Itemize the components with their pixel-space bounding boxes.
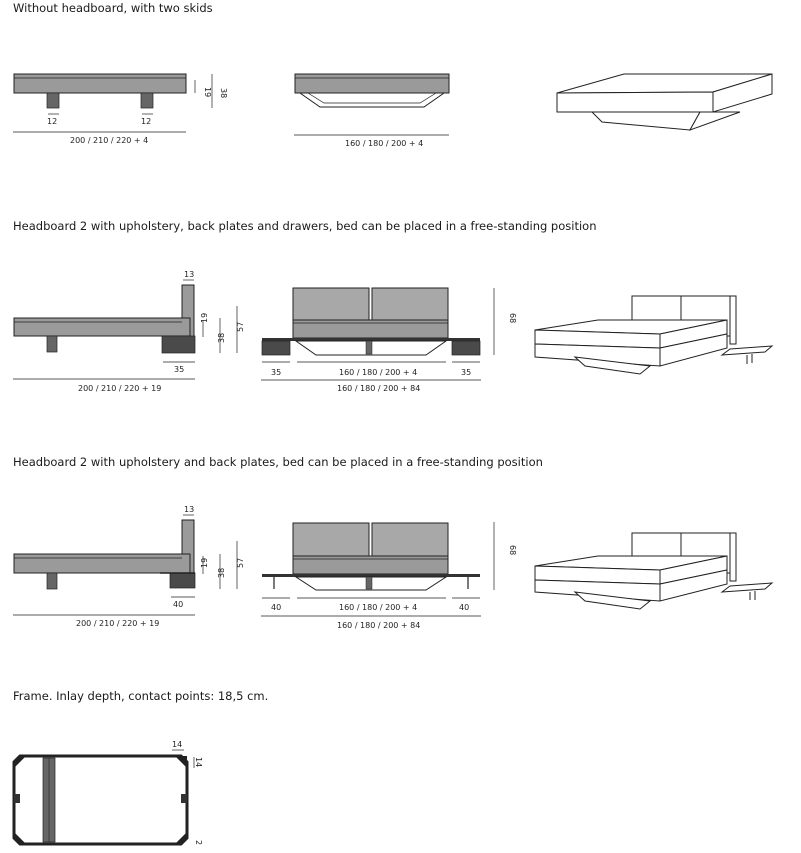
s4-bottom-inlay: 2 <box>194 840 203 845</box>
s2-drawer-depth: 35 <box>174 365 184 374</box>
s1-skid-width-1: 12 <box>47 117 57 126</box>
s4-frame-plan: 14 14 2 <box>12 740 203 846</box>
s2-headboard-height: 68 <box>508 313 517 323</box>
s2-height-38: 38 <box>217 333 226 343</box>
s2-mattress-width: 160 / 180 / 200 + 4 <box>339 368 417 377</box>
s3-headboard-thickness: 13 <box>184 505 194 514</box>
s1-length: 200 / 210 / 220 + 4 <box>70 136 148 145</box>
s4-top-inlay: 14 <box>172 740 182 749</box>
s1-side-view: 12 12 19 38 200 / 210 / 220 + 4 <box>13 73 228 145</box>
s2-headboard-thickness: 13 <box>184 270 194 279</box>
s3-height-57: 57 <box>236 558 245 568</box>
s2-right-drawer: 35 <box>461 368 471 377</box>
s3-right-shelf: 40 <box>459 603 469 612</box>
s3-side-view: 13 19 38 57 40 200 / 210 / 220 + 19 <box>13 505 245 628</box>
section-title-no-headboard: Without headboard, with two skids <box>13 1 213 15</box>
s2-height-57: 57 <box>236 322 245 332</box>
s1-perspective <box>556 73 773 131</box>
s2-perspective <box>534 295 774 375</box>
s3-left-shelf: 40 <box>271 603 281 612</box>
s2-side-view: 13 19 38 57 35 200 / 210 / 220 + 19 <box>13 270 245 393</box>
section-title-headboard-plates: Headboard 2 with upholstery and back pla… <box>13 455 543 469</box>
s2-total-width: 160 / 180 / 200 + 84 <box>337 384 420 393</box>
s3-perspective <box>534 532 774 610</box>
s1-width: 160 / 180 / 200 + 4 <box>345 139 423 148</box>
s1-frame-height: 19 <box>203 87 212 97</box>
s3-total-width: 160 / 180 / 200 + 84 <box>337 621 420 630</box>
s1-skid-width-2: 12 <box>141 117 151 126</box>
s3-mattress-width: 160 / 180 / 200 + 4 <box>339 603 417 612</box>
s2-left-drawer: 35 <box>271 368 281 377</box>
s4-side-inlay: 14 <box>194 757 203 767</box>
s3-height-19: 19 <box>200 558 209 568</box>
s1-total-height: 38 <box>219 88 228 98</box>
s2-front-view: 68 35 160 / 180 / 200 + 4 35 160 / 180 /… <box>261 287 517 393</box>
s3-length: 200 / 210 / 220 + 19 <box>76 619 159 628</box>
s2-height-19: 19 <box>200 313 209 323</box>
s3-height-38: 38 <box>217 568 226 578</box>
section-title-frame: Frame. Inlay depth, contact points: 18,5… <box>13 689 269 703</box>
section-title-headboard-drawers: Headboard 2 with upholstery, back plates… <box>13 219 597 233</box>
s1-front-view: 160 / 180 / 200 + 4 <box>294 73 450 148</box>
s3-headboard-height: 68 <box>508 545 517 555</box>
s3-shelf-depth: 40 <box>173 600 183 609</box>
s3-front-view: 68 40 160 / 180 / 200 + 4 40 160 / 180 /… <box>261 522 517 630</box>
s2-length: 200 / 210 / 220 + 19 <box>78 384 161 393</box>
